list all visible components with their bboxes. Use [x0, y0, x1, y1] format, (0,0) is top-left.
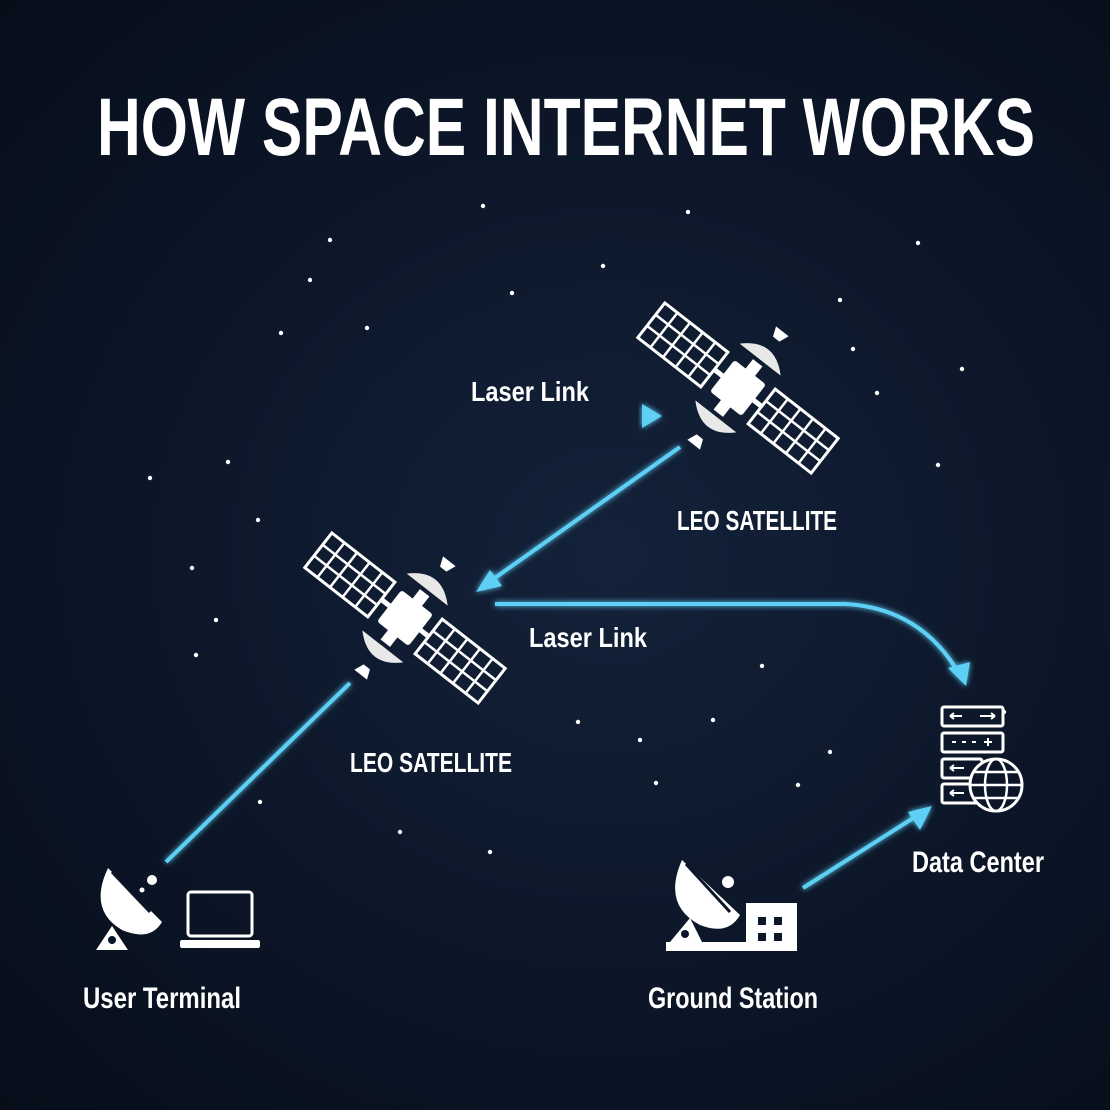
star [189, 565, 195, 571]
leo-satellite-label-bottom: LEO SATELLITE [350, 747, 512, 778]
satellite-dish-icon-user [96, 868, 162, 950]
star [710, 717, 716, 723]
star [327, 237, 333, 243]
laser-link-label-top: Laser Link [471, 376, 589, 407]
leo-satellite-icon-bottom [274, 494, 536, 743]
laser-link-arrow-top [210, 404, 662, 428]
laptop-icon [180, 890, 260, 948]
user-downlink-line [164, 681, 352, 864]
ground-station-label: Ground Station [648, 982, 818, 1015]
star [193, 652, 199, 658]
star [837, 297, 843, 303]
star [575, 719, 581, 725]
star [850, 346, 856, 352]
star [257, 799, 263, 805]
star [827, 749, 833, 755]
star [795, 782, 801, 788]
data-center-label: Data Center [912, 846, 1044, 879]
laser-link-arrow-to-data-center [495, 602, 970, 686]
star [959, 366, 965, 372]
star [364, 325, 370, 331]
star [278, 330, 284, 336]
leo-satellite-icon-top [607, 264, 869, 513]
star [225, 459, 231, 465]
star [600, 263, 606, 269]
star [397, 829, 403, 835]
star-field [147, 203, 1007, 855]
star [685, 209, 691, 215]
star [935, 462, 941, 468]
page-title: HOW SPACE INTERNET WORKS [97, 82, 1035, 173]
star [213, 617, 219, 623]
inter-satellite-link-arrow [476, 445, 682, 592]
laser-link-label-middle: Laser Link [529, 622, 647, 653]
star [637, 737, 643, 743]
star [480, 203, 486, 209]
star [509, 290, 515, 296]
star [915, 240, 921, 246]
star [147, 475, 153, 481]
star [487, 849, 493, 855]
star [653, 780, 659, 786]
ground-station-icon [666, 860, 797, 951]
star [874, 390, 880, 396]
user-terminal-label: User Terminal [83, 982, 241, 1015]
leo-satellite-label-top: LEO SATELLITE [677, 505, 837, 536]
star [255, 517, 261, 523]
ground-to-data-center-arrow [801, 806, 932, 890]
star [759, 663, 765, 669]
data-center-icon [940, 705, 1024, 813]
star [307, 277, 313, 283]
